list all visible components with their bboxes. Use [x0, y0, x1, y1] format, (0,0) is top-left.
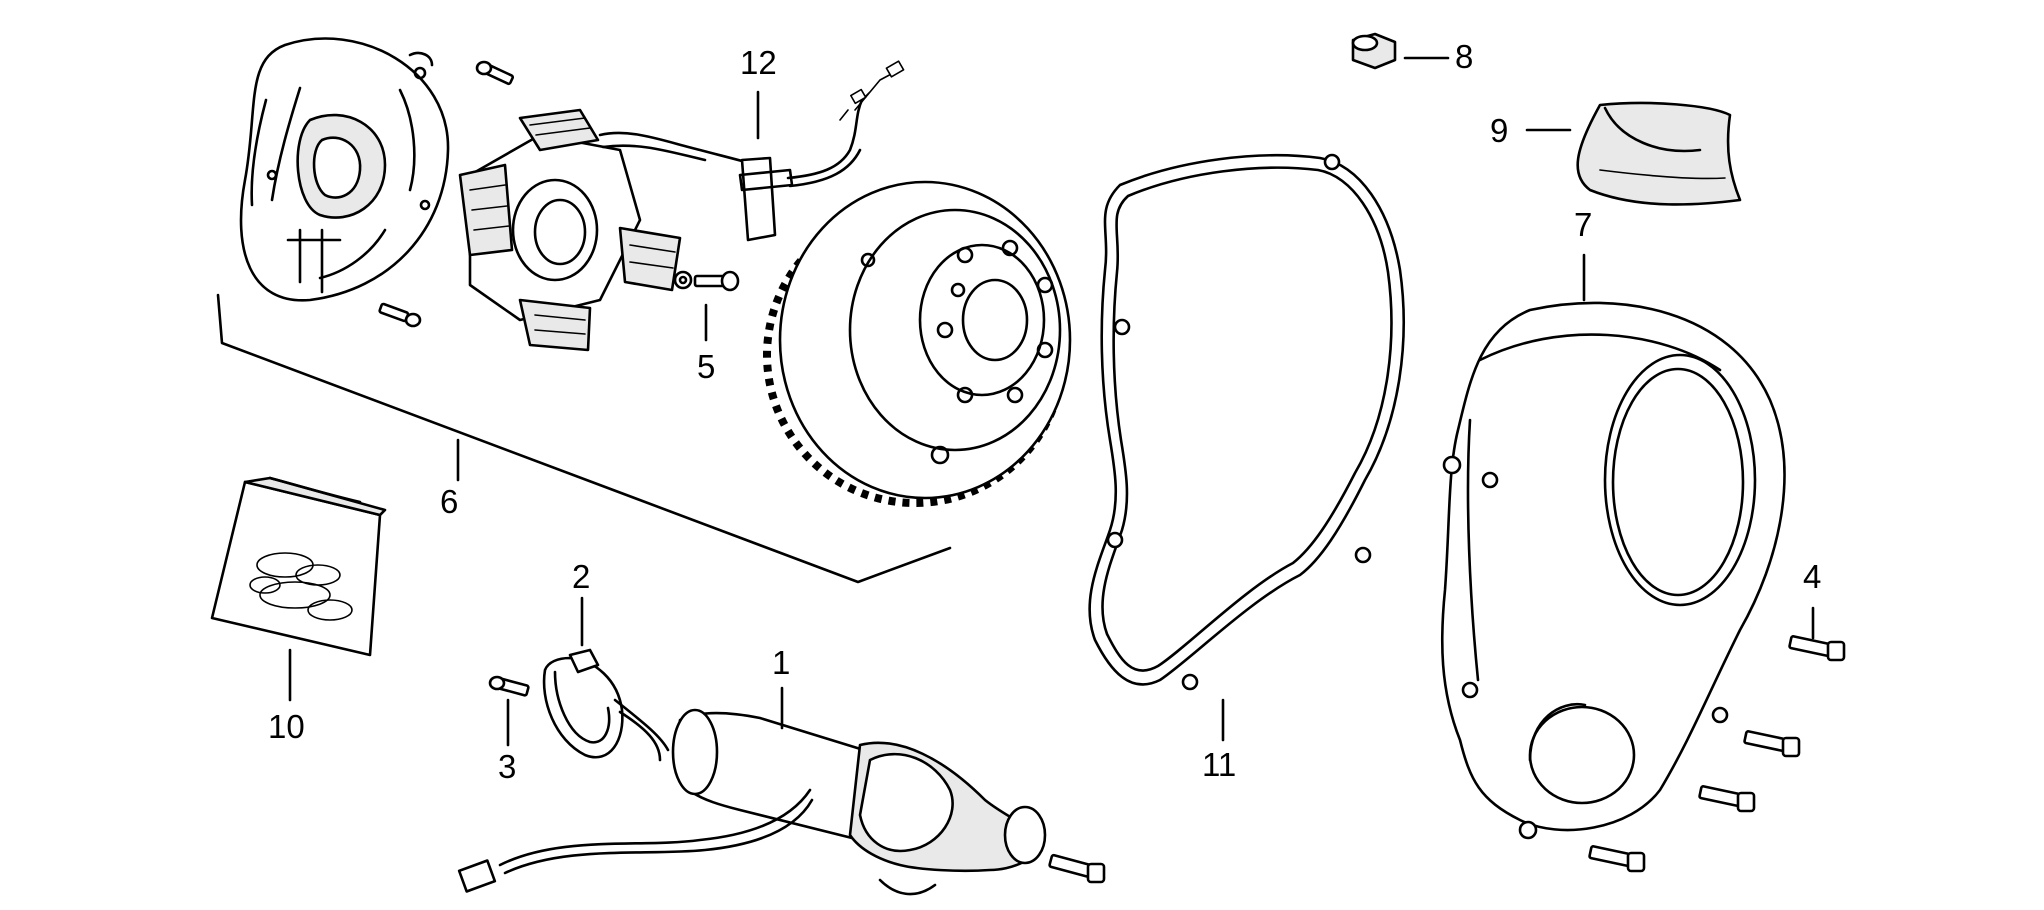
clamp-screw — [488, 675, 530, 697]
callout-8: 8 — [1455, 38, 1474, 75]
callout-3: 3 — [498, 748, 517, 785]
stator-base-plate — [239, 37, 450, 302]
starter-clamp — [542, 648, 670, 762]
starter-bolt — [1048, 853, 1106, 884]
cover-screw-4 — [1588, 845, 1646, 873]
flywheel-cover — [1440, 301, 1786, 840]
leader-lines — [216, 56, 1815, 747]
grease-pouch — [1576, 101, 1742, 206]
screw-bottom — [378, 302, 422, 328]
callout-10: 10 — [268, 708, 305, 745]
pickup-sensor — [738, 60, 905, 242]
cover-screw-1 — [1788, 635, 1846, 662]
callout-9: 9 — [1490, 112, 1509, 149]
stator-coil-assembly — [458, 108, 772, 352]
cover-screw-3 — [1698, 785, 1756, 813]
callout-6: 6 — [440, 483, 459, 520]
callout-4: 4 — [1803, 558, 1822, 595]
callout-5: 5 — [697, 348, 716, 385]
cover-gasket — [1088, 153, 1405, 691]
callout-7: 7 — [1574, 206, 1593, 243]
callout-1: 1 — [772, 644, 791, 681]
flywheel-gear — [763, 180, 1072, 507]
o-ring-kit — [210, 476, 387, 657]
cover-screw-2 — [1743, 730, 1801, 758]
callout-11: 11 — [1202, 746, 1237, 783]
callout-2: 2 — [572, 558, 591, 595]
bolt-with-washer — [673, 270, 740, 292]
starter-motor — [457, 708, 1047, 896]
screw-top — [475, 60, 515, 86]
callout-12: 12 — [740, 44, 777, 81]
nut — [1351, 32, 1397, 70]
